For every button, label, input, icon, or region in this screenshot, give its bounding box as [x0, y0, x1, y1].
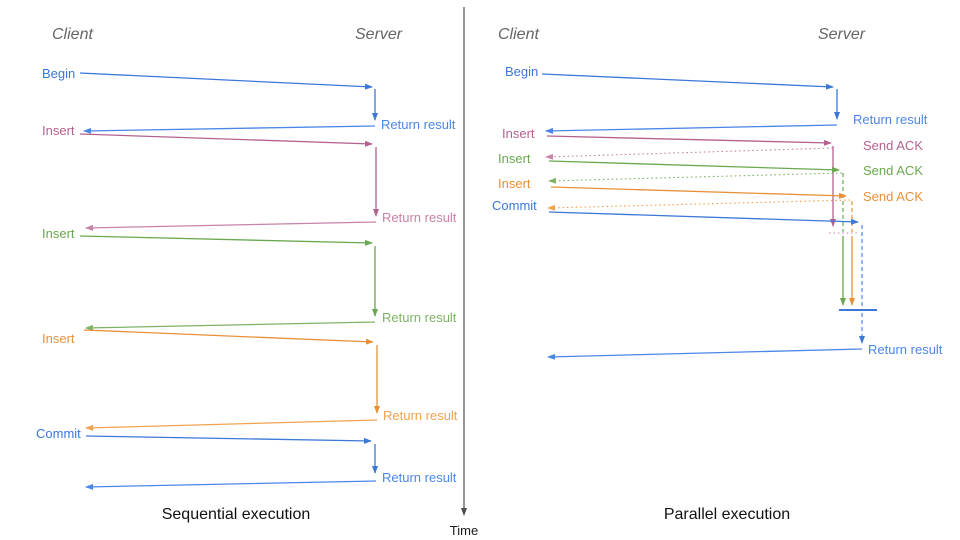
begin-request-arrow [541, 73, 834, 90]
begin-label: Begin [505, 64, 538, 79]
insert3-return-arrow [85, 419, 378, 431]
send-ack-label: Send ACK [863, 163, 923, 178]
server-header: Server [355, 26, 403, 43]
insert-label: Insert [42, 331, 75, 346]
return-result-label: Return result [868, 342, 943, 357]
sequential-caption: Sequential execution [162, 506, 311, 523]
commit-return-arrow [85, 480, 377, 490]
begin-return-arrow [545, 124, 838, 134]
return-result-label: Return result [383, 408, 458, 423]
send-ack-label: Send ACK [863, 138, 923, 153]
insert3-request-arrow [83, 329, 374, 345]
insert3-request-arrow [550, 186, 847, 199]
return-result-label: Return result [382, 210, 457, 225]
time-label: Time [450, 523, 478, 538]
begin-return-arrow [83, 125, 376, 134]
insert2-request-arrow [79, 235, 373, 246]
insert2-request-arrow [548, 160, 840, 173]
commit-return-arrow [547, 348, 863, 360]
insert-label: Insert [502, 126, 535, 141]
commit-label: Commit [492, 198, 537, 213]
return-result-label: Return result [381, 117, 456, 132]
begin-request-arrow [79, 72, 373, 90]
commit-label: Commit [36, 426, 81, 441]
parallel-panel: Client Server Begin Return result Insert… [492, 26, 943, 523]
insert-label: Insert [498, 151, 531, 166]
insert2-return-arrow [85, 321, 376, 331]
insert3-ack-arrow [547, 199, 851, 211]
return-result-label: Return result [853, 112, 928, 127]
parallel-caption: Parallel execution [664, 506, 790, 523]
insert-label: Insert [42, 226, 75, 241]
client-header: Client [52, 26, 93, 43]
server-header: Server [818, 26, 866, 43]
insert1-ack-arrow [545, 147, 834, 160]
insert-label: Insert [498, 176, 531, 191]
insert1-request-arrow [546, 135, 832, 146]
sequential-panel: Client Server Begin Return result Insert… [36, 26, 458, 523]
insert-label: Insert [42, 123, 75, 138]
return-result-label: Return result [382, 470, 457, 485]
begin-label: Begin [42, 66, 75, 81]
insert1-return-arrow [85, 221, 377, 231]
return-result-label: Return result [382, 310, 457, 325]
commit-request-arrow [548, 211, 859, 225]
insert2-ack-arrow [548, 172, 843, 184]
client-header: Client [498, 26, 539, 43]
send-ack-label: Send ACK [863, 189, 923, 204]
insert1-request-arrow [79, 133, 373, 147]
commit-request-arrow [85, 435, 372, 444]
time-axis: Time [450, 7, 478, 538]
